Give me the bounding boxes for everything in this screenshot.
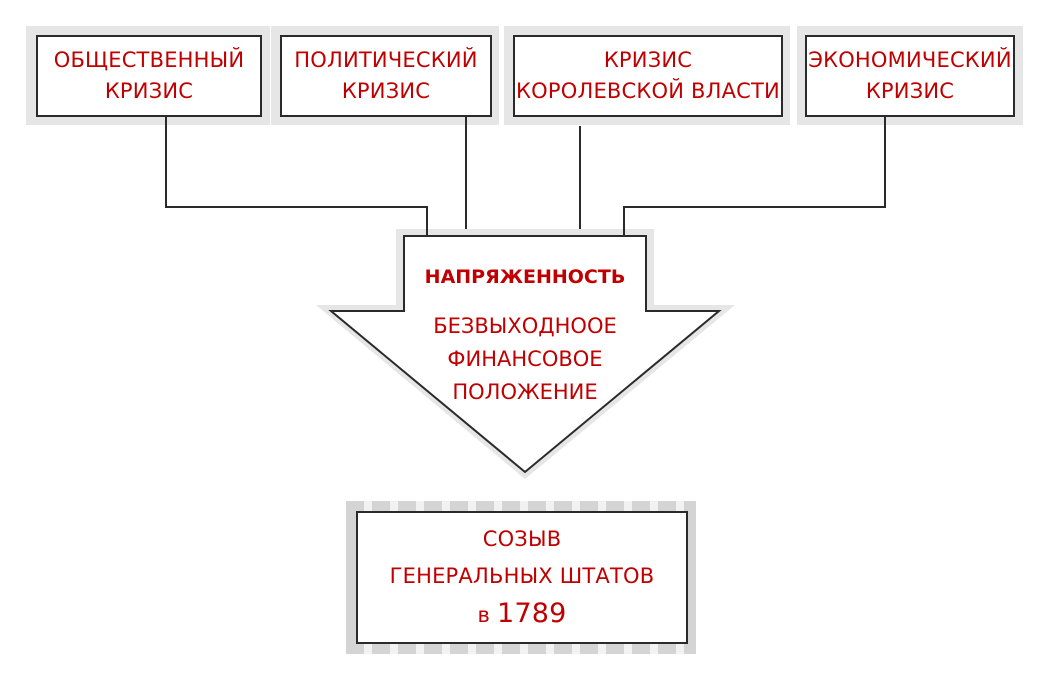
result-line: ГЕНЕРАЛЬНЫХ ШТАТОВ <box>389 564 655 588</box>
cause-label-line: ОБЩЕСТВЕННЫЙ <box>53 48 245 72</box>
result-year: 1789 <box>496 598 567 629</box>
down-arrow-shape <box>328 235 722 474</box>
cause-label-line: КРИЗИС <box>865 79 955 103</box>
cause-label-line: КРИЗИС <box>104 79 194 103</box>
cause-label-line: ЭКОНОМИЧЕСКИЙ <box>808 48 1012 72</box>
cause-box-economic-crisis: ЭКОНОМИЧЕСКИЙ КРИЗИС <box>805 35 1015 117</box>
cause-box-royal-power-crisis: КРИЗИС КОРОЛЕВСКОЙ ВЛАСТИ <box>513 35 783 117</box>
result-line: СОЗЫВ <box>482 527 562 551</box>
connector-line-economic <box>623 117 886 236</box>
result-box-estates-general: СОЗЫВ ГЕНЕРАЛЬНЫХ ШТАТОВ в 1789 <box>356 511 688 644</box>
cause-label-line: КРИЗИС <box>341 79 431 103</box>
arrow-body-line: БЕЗВЫХОДНООЕ <box>433 314 617 338</box>
result-year-prefix: в <box>477 603 491 627</box>
cause-label-line: КОРОЛЕВСКОЙ ВЛАСТИ <box>516 79 780 103</box>
arrow-title: НАПРЯЖЕННОСТЬ <box>424 266 626 288</box>
arrow-body: БЕЗВЫХОДНООЕ ФИНАНСОВОЕ ПОЛОЖЕНИЕ <box>380 310 670 409</box>
cause-label-line: ПОЛИТИЧЕСКИЙ <box>294 48 478 72</box>
result-year-line: в 1789 <box>478 595 567 634</box>
cause-box-political-crisis: ПОЛИТИЧЕСКИЙ КРИЗИС <box>280 35 492 117</box>
connector-line-societal <box>165 117 428 236</box>
cause-label-line: КРИЗИС <box>603 48 693 72</box>
arrow-body-line: ФИНАНСОВОЕ <box>447 347 603 371</box>
cause-box-social-crisis: ОБЩЕСТВЕННЫЙ КРИЗИС <box>36 35 262 117</box>
arrow-body-line: ПОЛОЖЕНИЕ <box>452 380 598 404</box>
